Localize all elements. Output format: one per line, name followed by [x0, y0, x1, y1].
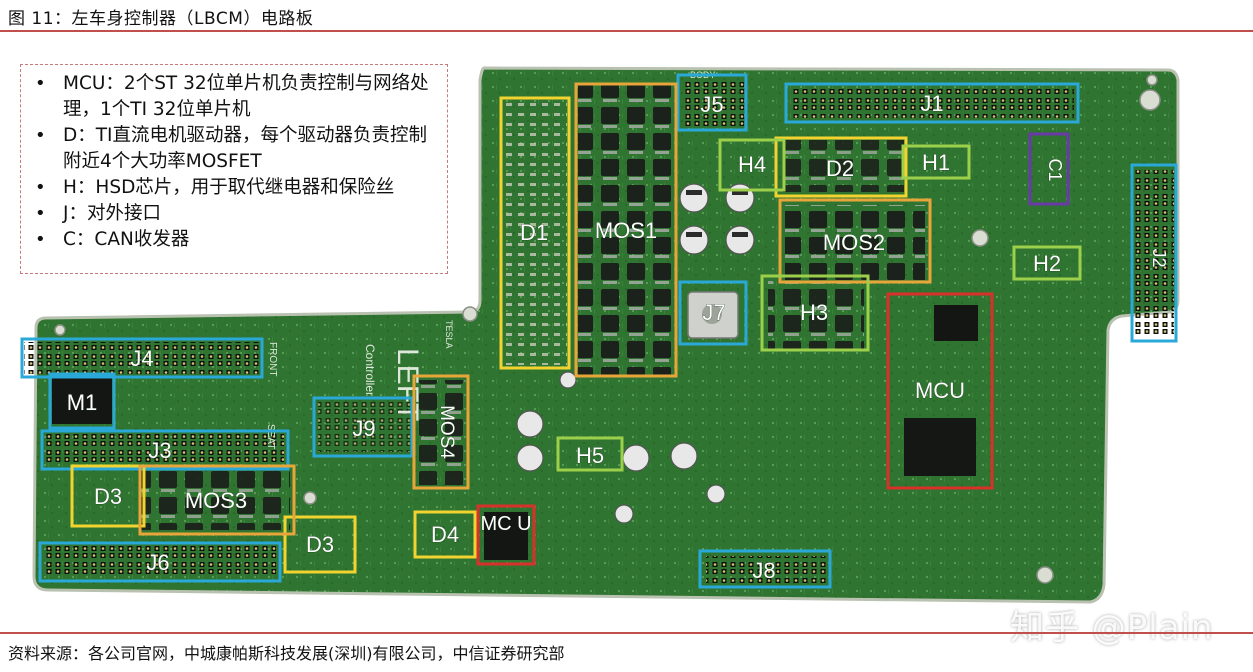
box-m1	[48, 372, 116, 430]
label-d4: D4	[431, 522, 459, 547]
legend-box: MCU：2个ST 32位单片机负责控制与网络处理，1个TI 32位单片机 D：T…	[20, 64, 448, 274]
figure-title: 图 11：左车身控制器（LBCM）电路板	[8, 9, 314, 29]
box-mos3	[138, 464, 296, 536]
box-j5	[676, 73, 748, 132]
box-d4	[413, 510, 477, 559]
box-j7	[678, 280, 748, 346]
legend-item-d: D：TI直流电机驱动器，每个驱动器负责控制附近4个大功率MOSFET	[29, 123, 439, 175]
legend-item-j: J：对外接口	[29, 201, 439, 227]
label-d2: D2	[826, 156, 854, 181]
label-j8: J8	[752, 558, 775, 583]
label-j1: J1	[920, 91, 943, 116]
box-h2	[1012, 245, 1082, 281]
label-h2: H2	[1033, 251, 1061, 276]
silk-tesla: TESLA	[444, 320, 454, 349]
box-d1	[499, 96, 571, 370]
label-d1: D1	[520, 220, 548, 245]
label-h3: H3	[800, 300, 828, 325]
box-mos2	[778, 198, 932, 284]
label-d3b: D3	[306, 532, 334, 557]
silk-controller: Controller	[363, 344, 377, 396]
label-j3: J3	[148, 438, 171, 463]
label-h4: H4	[738, 152, 766, 177]
title-rule	[0, 30, 1253, 32]
silk-front: FRONT	[267, 342, 278, 376]
box-h1	[901, 144, 971, 180]
box-h5	[556, 436, 624, 472]
label-mcu-small: MC U	[480, 513, 531, 535]
box-h3	[760, 274, 870, 352]
box-mcu-main	[886, 292, 994, 490]
box-j2	[1130, 163, 1178, 343]
box-h4	[718, 138, 786, 192]
box-j8	[698, 549, 832, 589]
label-j2: J2	[1149, 248, 1169, 267]
label-j9: J9	[352, 416, 375, 441]
legend-item-c: C：CAN收发器	[29, 227, 439, 253]
label-h5: H5	[576, 443, 604, 468]
label-mos2: MOS2	[823, 230, 885, 255]
source-rule	[0, 632, 1253, 634]
silk-seat: SEAT	[265, 424, 276, 449]
box-d3b	[283, 515, 357, 574]
label-j6: J6	[146, 550, 169, 575]
box-mcu-small	[476, 504, 536, 566]
box-d2	[774, 136, 908, 198]
label-j4: J4	[130, 346, 153, 371]
box-j1	[784, 82, 1080, 124]
label-d3a: D3	[94, 484, 122, 509]
box-j3	[40, 429, 290, 471]
box-c1	[1028, 132, 1070, 206]
box-d3a	[70, 464, 146, 528]
box-j4	[20, 337, 264, 379]
box-j9	[312, 396, 414, 458]
label-h1: H1	[922, 150, 950, 175]
label-mos1: MOS1	[595, 218, 657, 243]
label-j7: J7	[702, 300, 725, 325]
watermark: 知乎 @Plain	[1010, 608, 1214, 648]
label-mos3: MOS3	[185, 488, 247, 513]
legend-item-mcu: MCU：2个ST 32位单片机负责控制与网络处理，1个TI 32位单片机	[29, 71, 439, 123]
label-mos4: MOS4	[436, 405, 457, 459]
box-mos1	[574, 82, 678, 378]
legend-item-h: H：HSD芯片，用于取代继电器和保险丝	[29, 175, 439, 201]
label-m1: M1	[67, 390, 98, 415]
box-j6	[38, 541, 282, 583]
silk-left: LEFT	[391, 348, 424, 421]
box-mos4	[412, 374, 470, 490]
label-c1: C1	[1045, 158, 1065, 181]
figure-source: 资料来源：各公司官网，中城康帕斯科技发展(深圳)有限公司，中信证券研究部	[8, 644, 565, 663]
label-j5: J5	[700, 92, 723, 117]
label-mcu-main: MCU	[915, 378, 965, 403]
